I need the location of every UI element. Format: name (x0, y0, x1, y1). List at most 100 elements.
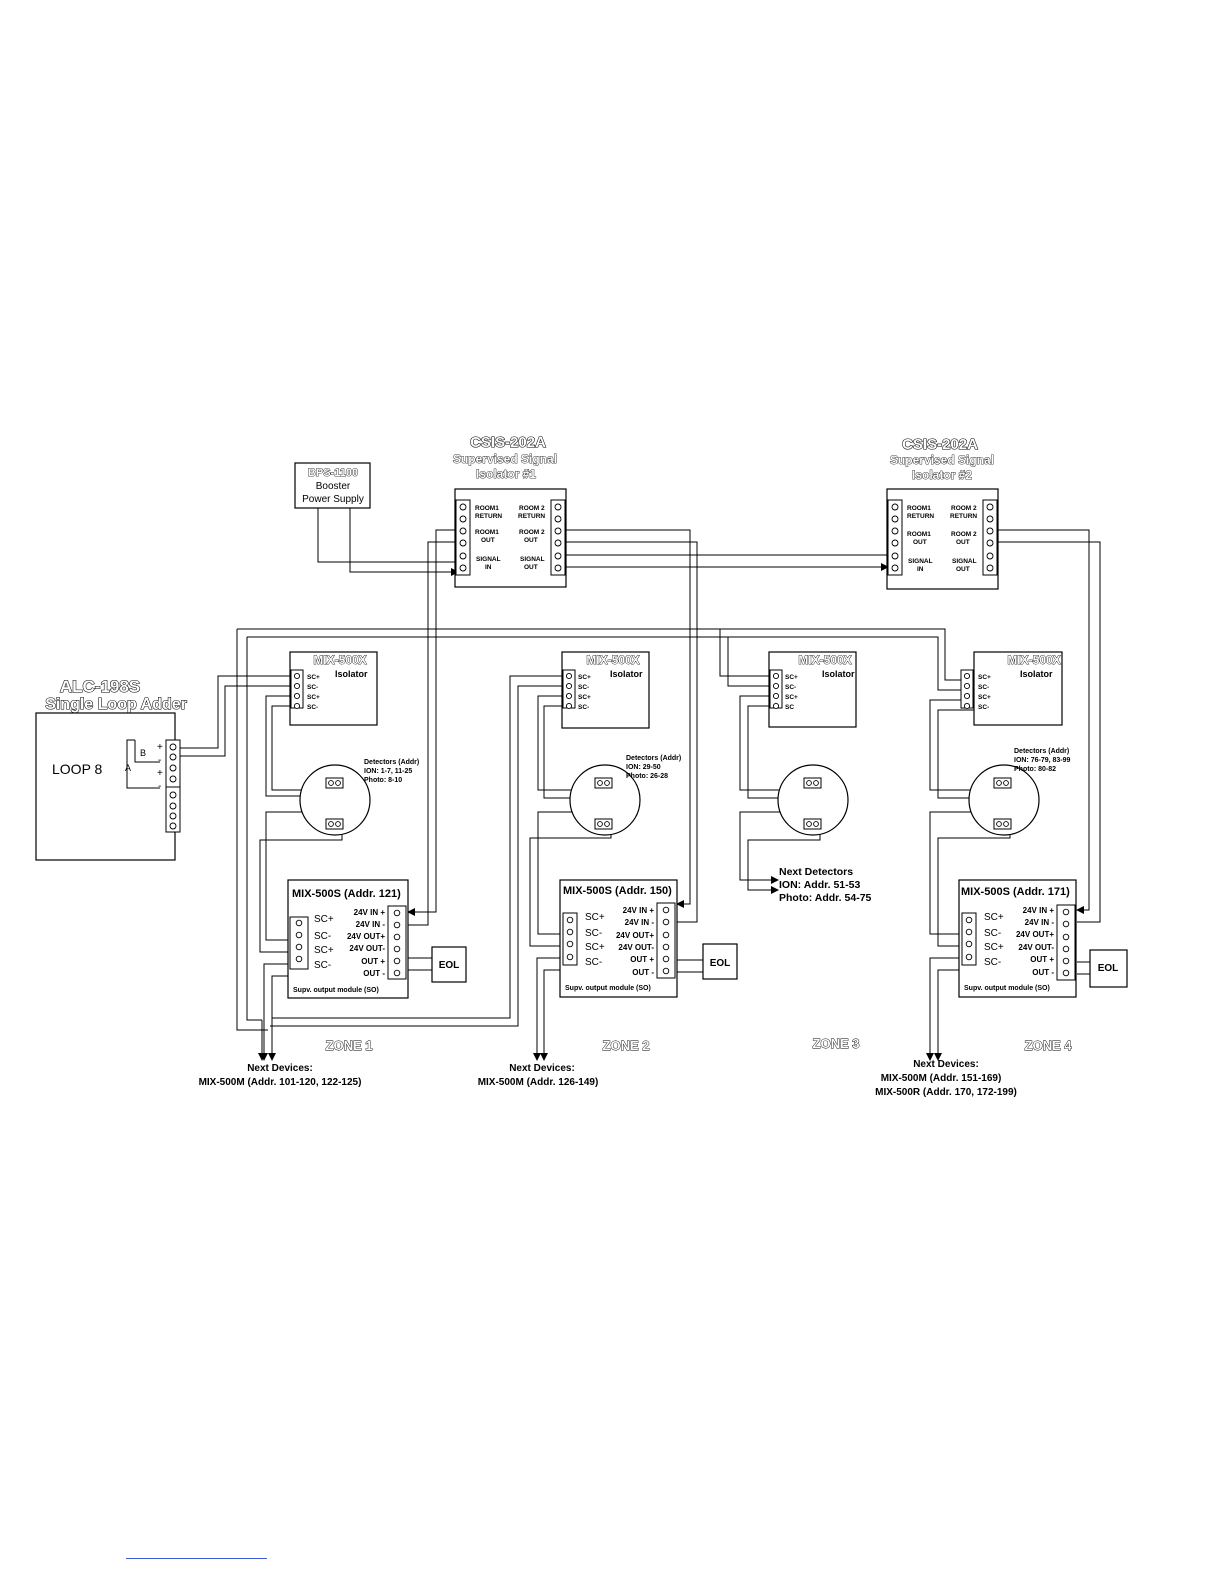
i2-signal-out-2: OUT (956, 566, 970, 573)
om4-footer: Supv. output module (SO) (964, 985, 1050, 992)
next-devices-1-line2: MIX-500M (Addr. 101-120, 122-125) (199, 1077, 362, 1088)
isolator-1-title: CSIS-202A (470, 434, 546, 451)
zone-4-label: ZONE 4 (1025, 1038, 1073, 1053)
detector-zone-4: Detectors (Addr) ION: 76-79, 83-99 Photo… (968, 748, 1071, 836)
label-b: B (140, 748, 146, 758)
loop-isolator-4-sub: Isolator (1020, 669, 1053, 679)
footer-rule (126, 1558, 267, 1559)
li4-t3: SC+ (978, 694, 991, 701)
om2-r4: 24V OUT- (618, 943, 654, 952)
om1-l3: SC+ (314, 945, 334, 956)
i2-room1-out-1: ROOM1 (907, 531, 931, 538)
om4-r5: OUT + (1030, 955, 1054, 964)
bps-box (294, 462, 371, 509)
isolator-1-sub1: Supervised Signal (453, 452, 557, 466)
detector-2-line1: Detectors (Addr) (626, 755, 681, 762)
om2-r6: OUT - (632, 968, 654, 977)
om1-r2: 24V IN - (356, 920, 386, 929)
output-module-zone-1: MIX-500S (Addr. 121) SC+ SC- SC+ SC- 24V… (287, 879, 409, 999)
om1-l4: SC- (314, 960, 331, 971)
li2-t3: SC+ (578, 694, 591, 701)
om4-l3: SC+ (984, 942, 1004, 953)
eol-zone-4: EOL (1089, 949, 1128, 988)
i1-room2-out-1: ROOM 2 (519, 529, 545, 536)
om2-title: MIX-500S (Addr. 150) (563, 885, 672, 897)
i1-room1-out-2: OUT (481, 537, 495, 544)
om4-title: MIX-500S (Addr. 171) (961, 886, 1070, 898)
bps-line1: Booster (316, 481, 351, 492)
loop-isolator-2: MIX-500X Isolator SC+ SC- SC+ SC- (561, 651, 650, 729)
loop-isolator-2-title: MIX-500X (586, 653, 639, 667)
om1-title: MIX-500S (Addr. 121) (292, 888, 401, 900)
isolator-2-sub2: Isolator #2 (912, 468, 972, 482)
om4-r1: 24V IN + (1023, 906, 1055, 915)
loop-isolator-1-title: MIX-500X (313, 653, 366, 667)
i1-room2-return-2: RETURN (518, 513, 545, 520)
zone-1-label: ZONE 1 (326, 1038, 373, 1053)
isolator-2-box (886, 488, 999, 590)
loop-label: LOOP 8 (52, 761, 103, 777)
loop-isolator-1: MIX-500X Isolator SC+ SC- SC+ SC- (289, 651, 378, 726)
eol-zone-2: EOL (702, 943, 738, 980)
li1-t2: SC- (307, 684, 318, 691)
om2-r2: 24V IN - (625, 918, 655, 927)
li2-t1: SC+ (578, 674, 591, 681)
panel-terminals (169, 743, 177, 830)
i1-room2-return-1: ROOM 2 (519, 505, 545, 512)
i1-signal-out-2: OUT (524, 564, 538, 571)
i1-room1-out-1: ROOM1 (475, 529, 499, 536)
li3-t2: SC- (785, 684, 796, 691)
eol-zone-1: EOL (431, 946, 467, 983)
om1-l1: SC+ (314, 914, 334, 925)
eol-1-label: EOL (439, 960, 460, 971)
next-devices-1-line1: Next Devices: (247, 1063, 313, 1074)
minus-2: - (158, 781, 161, 792)
output-module-zone-2: MIX-500S (Addr. 150) SC+ SC- SC+ SC- 24V… (559, 879, 678, 998)
next-devices-2-line2: MIX-500M (Addr. 126-149) (478, 1077, 599, 1088)
om1-r3: 24V OUT+ (347, 932, 385, 941)
panel-terminal-block (165, 739, 181, 833)
detector-1-line1: Detectors (Addr) (364, 759, 419, 766)
i1-room1-return-2: RETURN (475, 513, 502, 520)
loop-isolator-4-title: MIX-500X (1007, 653, 1060, 667)
bps-1100-power-supply: BPS-1100 Booster Power Supply (294, 462, 371, 509)
om1-r1: 24V IN + (354, 908, 386, 917)
om2-r1: 24V IN + (623, 906, 655, 915)
li1-t4: SC- (307, 704, 318, 711)
detector-1-line3: Photo: 8-10 (364, 777, 402, 784)
li2-t2: SC- (578, 684, 589, 691)
loop-isolator-4: MIX-500X Isolator SC+ SC- SC+ SC- (960, 651, 1063, 726)
om1-r6: OUT - (363, 969, 385, 978)
zone-3-label: ZONE 3 (813, 1036, 860, 1051)
li3-t3: SC+ (785, 694, 798, 701)
next-detectors-line3: Photo: Addr. 54-75 (779, 892, 872, 904)
panel-box (35, 712, 176, 861)
bps-name: BPS-1100 (308, 467, 358, 479)
li4-t2: SC- (978, 684, 989, 691)
om1-r4: 24V OUT- (349, 944, 385, 953)
loop-isolator-3-sub: Isolator (822, 669, 855, 679)
i2-room2-return-1: ROOM 2 (951, 505, 977, 512)
next-devices-4-line3: MIX-500R (Addr. 170, 172-199) (875, 1087, 1017, 1098)
li2-t4: SC- (578, 704, 589, 711)
li4-t4: SC- (978, 704, 989, 711)
i2-signal-in-2: IN (917, 566, 924, 573)
isolator-1-box (454, 488, 567, 588)
om2-r5: OUT + (630, 955, 654, 964)
om2-l2: SC- (585, 928, 602, 939)
next-devices-4-line1: Next Devices: (913, 1059, 979, 1070)
next-devices-4-line2: MIX-500M (Addr. 151-169) (881, 1073, 1002, 1084)
detector-4-line1: Detectors (Addr) (1014, 748, 1069, 755)
i1-room1-return-1: ROOM1 (475, 505, 499, 512)
om4-l2: SC- (984, 928, 1001, 939)
isolator-2-sub1: Supervised Signal (890, 453, 994, 467)
csis-202a-isolator-1: CSIS-202A Supervised Signal Isolator #1 … (453, 433, 567, 588)
li3-t1: SC+ (785, 674, 798, 681)
plus-1: + (157, 742, 163, 753)
om4-r3: 24V OUT+ (1016, 930, 1054, 939)
li1-t1: SC+ (307, 674, 320, 681)
om1-r5: OUT + (361, 957, 385, 966)
om1-l2: SC- (314, 931, 331, 942)
li3-t4: SC (785, 704, 794, 711)
